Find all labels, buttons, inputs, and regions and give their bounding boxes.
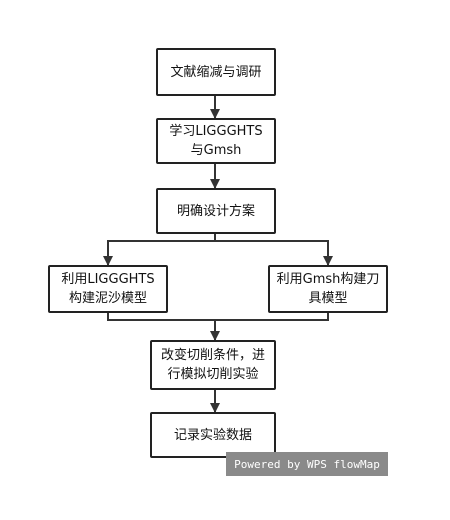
node-label: 记录实验数据 [173, 427, 252, 443]
split-connector-right [215, 240, 333, 266]
wps-watermark: Powered by WPS flowMap [226, 452, 388, 476]
node-tool-model: 利用Gmsh构建刀具模型 [268, 265, 388, 313]
split-connector [103, 234, 216, 266]
node-label: 学习LIGGGHTS与Gmsh [169, 124, 263, 158]
node-literature-review: 文献缩减与调研 [156, 48, 276, 96]
node-design-plan: 明确设计方案 [156, 188, 276, 234]
node-label: 明确设计方案 [176, 203, 255, 219]
node-label: 文献缩减与调研 [170, 64, 262, 80]
merge-connector-right [210, 313, 329, 341]
node-record-data: 记录实验数据 [150, 412, 276, 458]
node-sediment-model: 利用LIGGGHTS构建泥沙模型 [48, 265, 168, 313]
node-learn-liggghts-gmsh: 学习LIGGGHTS与Gmsh [156, 118, 276, 164]
node-label: 改变切削条件，进行模拟切削实验 [160, 348, 265, 382]
node-label: 利用Gmsh构建刀具模型 [276, 272, 380, 306]
node-label: 利用LIGGGHTS构建泥沙模型 [61, 272, 155, 306]
node-cutting-experiment: 改变切削条件，进行模拟切削实验 [150, 340, 276, 390]
merge-connector-left [107, 313, 215, 321]
